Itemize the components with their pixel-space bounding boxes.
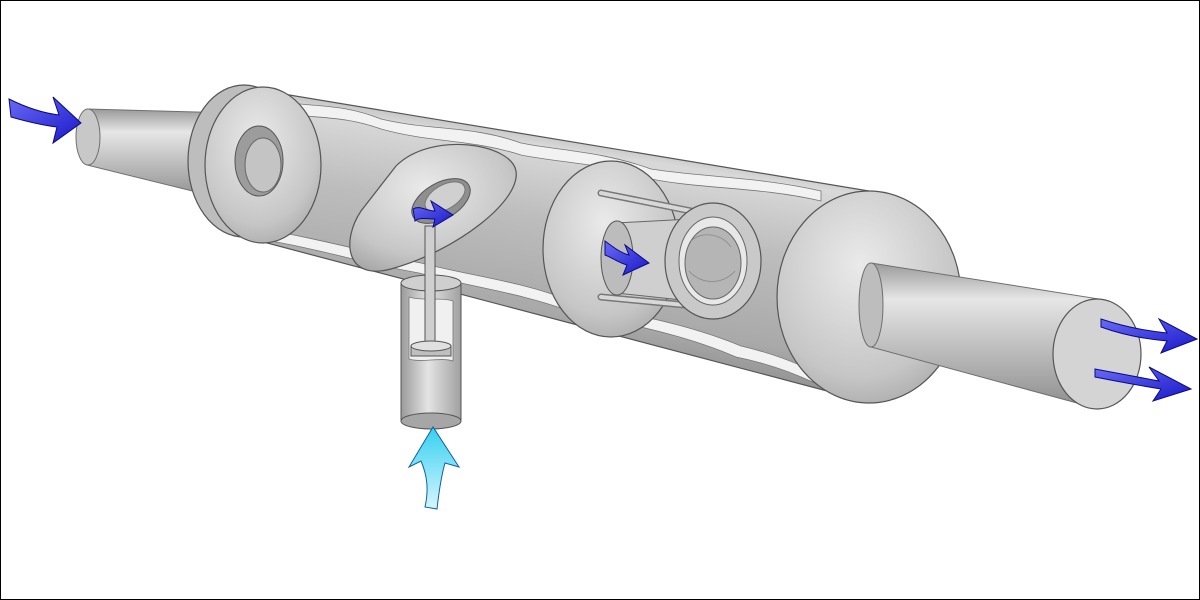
injector-piston: [410, 225, 452, 357]
outlet-flow-arrow-lower: [1094, 366, 1193, 402]
chamber-flow-arrow: [604, 240, 650, 276]
outlet-flow-arrow-upper: [1100, 317, 1199, 354]
entry-annular-disk: [204, 86, 322, 244]
plate-flow-arrow: [412, 199, 454, 229]
injected-flow-arrow: [407, 426, 461, 510]
inlet-flow-arrow: [8, 96, 82, 145]
